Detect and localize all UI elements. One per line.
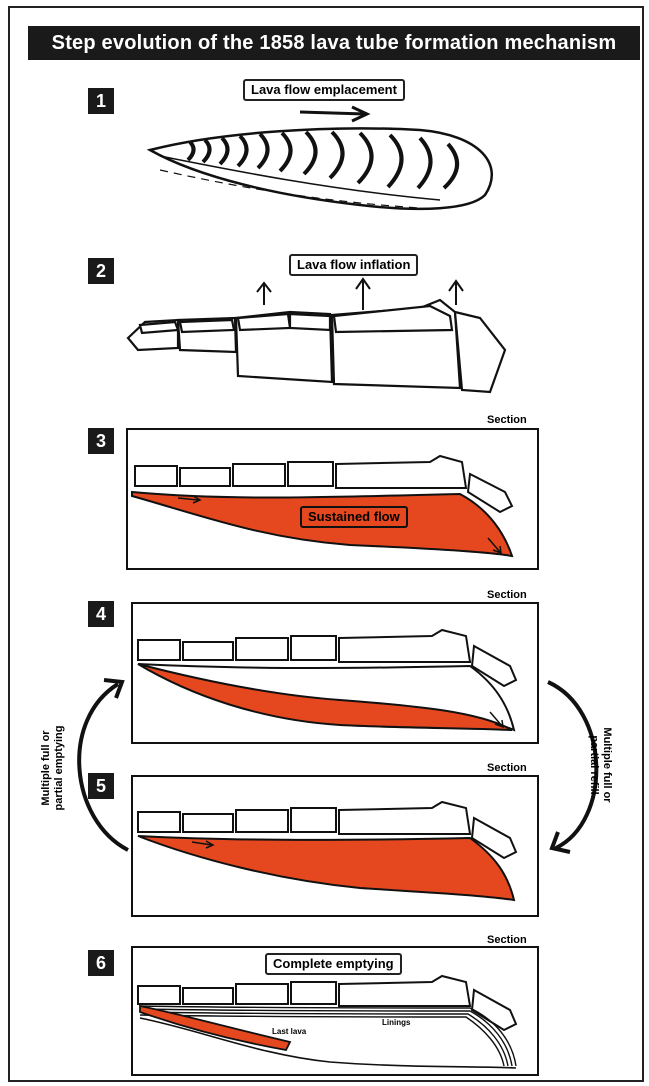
last-lava-label: Last lava bbox=[272, 1027, 306, 1036]
linings-label: Linings bbox=[382, 1018, 410, 1027]
step-6-label: Complete emptying bbox=[265, 953, 402, 975]
step-6-tube-linings bbox=[140, 1006, 516, 1066]
